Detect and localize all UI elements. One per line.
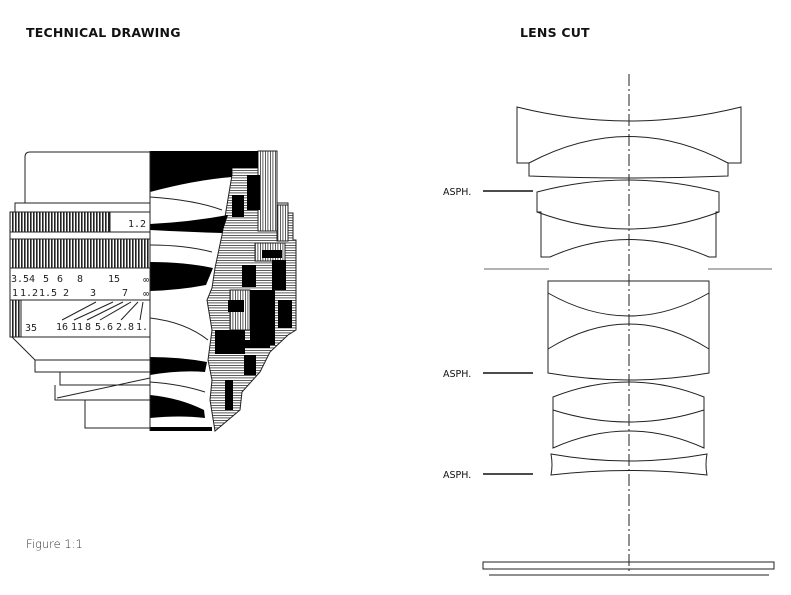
focal-length-marking: 35: [25, 323, 37, 334]
asph-label-3: ASPH.: [443, 470, 533, 481]
svg-text:16: 16: [56, 322, 68, 333]
svg-text:7: 7: [122, 288, 128, 299]
svg-text:∞: ∞: [143, 275, 149, 286]
svg-text:5: 5: [43, 274, 49, 285]
svg-text:4: 4: [29, 274, 35, 285]
technical-drawing-title: TECHNICAL DRAWING: [26, 25, 181, 40]
aperture-grip: [9, 299, 22, 338]
svg-text:ASPH.: ASPH.: [443, 187, 471, 198]
lens-group-4: [552, 381, 705, 449]
lens-group-1: [516, 106, 742, 179]
lens-group-2: [536, 179, 720, 258]
distance-scale-feet: 3.5 4 5 6 8 15 ∞: [11, 274, 149, 286]
focus-ring-knurl: [9, 211, 111, 233]
aperture-index-lines: [61, 301, 144, 321]
lens-cut-diagram: ASPH. ASPH. ASPH.: [443, 74, 775, 576]
svg-text:2.8: 2.8: [116, 322, 134, 333]
svg-text:3.5: 3.5: [11, 274, 29, 285]
svg-text:∞: ∞: [143, 289, 149, 300]
lens-cross-section: [149, 150, 297, 432]
lens-group-3: [547, 280, 710, 381]
distance-ring-knurl: [9, 238, 151, 269]
gap-ring: [9, 231, 151, 240]
svg-text:3: 3: [90, 288, 96, 299]
front-ring: [14, 202, 151, 213]
svg-text:11: 11: [71, 322, 83, 333]
asph-label-2: ASPH.: [443, 369, 533, 380]
svg-text:1.2: 1.2: [20, 288, 38, 299]
svg-text:2: 2: [63, 288, 69, 299]
svg-text:6: 6: [57, 274, 63, 285]
lens-group-5: [550, 453, 708, 476]
svg-text:5.6: 5.6: [95, 322, 113, 333]
figure-caption: Figure 1:1: [26, 537, 83, 551]
svg-text:ASPH.: ASPH.: [443, 369, 471, 380]
focus-ring-marking: 1.2: [128, 219, 146, 230]
svg-text:1: 1: [12, 288, 18, 299]
asph-label-1: ASPH.: [443, 187, 533, 198]
svg-text:ASPH.: ASPH.: [443, 470, 471, 481]
svg-text:1.5: 1.5: [39, 288, 57, 299]
lens-exterior-view: 1.2 3.5 4 5 6 8 15 ∞ 1 1.2 1.5 2 3 7 ∞ 3…: [9, 151, 151, 429]
svg-text:8: 8: [77, 274, 83, 285]
svg-text:1.: 1.: [136, 322, 148, 333]
svg-text:15: 15: [108, 274, 120, 285]
lens-mount: [11, 336, 151, 429]
sensor-plane: [482, 561, 775, 570]
lens-cut-title: LENS CUT: [520, 25, 590, 40]
lens-hood: [24, 151, 150, 203]
aperture-scale: 16 11 8 5.6 2.8 1.: [56, 322, 148, 333]
svg-text:8: 8: [85, 322, 91, 333]
distance-scale-meters: 1 1.2 1.5 2 3 7 ∞: [12, 288, 149, 300]
